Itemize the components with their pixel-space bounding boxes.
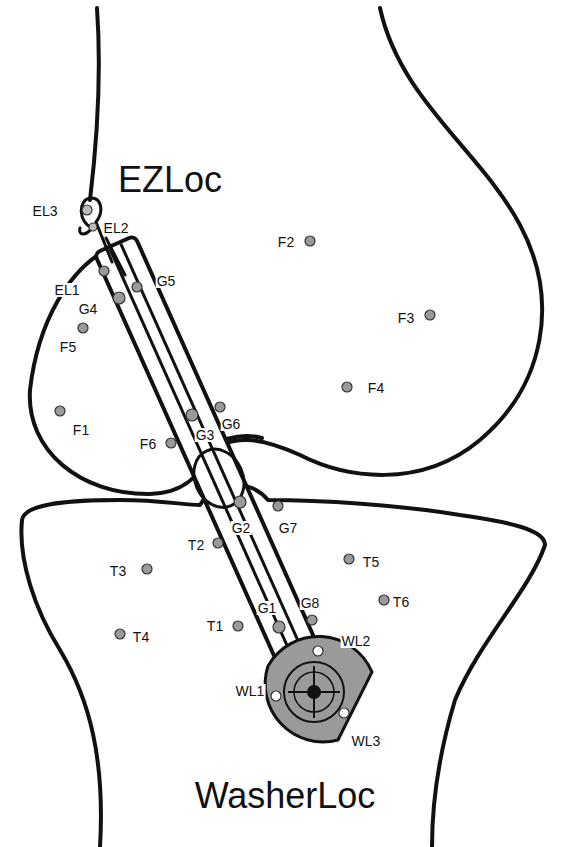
marker-label: T1	[206, 619, 224, 633]
marker-label: F3	[397, 311, 415, 325]
marker-label: WL2	[341, 634, 372, 648]
marker-label: F5	[59, 340, 77, 354]
marker-label: G4	[78, 302, 99, 316]
marker-label: F4	[367, 381, 385, 395]
marker-label: G1	[257, 601, 278, 615]
marker-label: WL1	[235, 684, 266, 698]
marker-label: G8	[300, 596, 321, 610]
marker-label: T2	[187, 538, 205, 552]
marker-label: G3	[195, 428, 216, 442]
device-name: EZLoc	[117, 162, 223, 198]
joint-crossing	[185, 441, 253, 515]
marker-label: G2	[231, 521, 252, 535]
bone-tunnel	[94, 236, 320, 669]
tibia-outline	[21, 485, 545, 847]
graft-strand	[110, 249, 295, 663]
marker-label: F6	[139, 437, 157, 451]
graft-strand	[121, 244, 306, 658]
marker-label: G7	[278, 521, 299, 535]
marker-label: EL3	[32, 204, 59, 218]
ezloc-device	[80, 198, 125, 275]
marker-label: T3	[109, 564, 127, 578]
marker-label: T6	[392, 595, 410, 609]
marker-label: T5	[362, 555, 380, 569]
marker-beads	[55, 205, 435, 718]
marker-label: WL3	[351, 734, 382, 748]
device-name: WasherLoc	[194, 778, 377, 814]
marker-label: EL2	[103, 221, 130, 235]
marker-label: EL1	[54, 283, 81, 297]
marker-label: G5	[156, 274, 177, 288]
marker-label: G6	[221, 417, 242, 431]
marker-label: F1	[72, 423, 90, 437]
marker-label: F2	[277, 235, 295, 249]
femur-outline	[30, 8, 542, 494]
marker-label: T4	[132, 630, 150, 644]
washerloc-device	[265, 636, 372, 741]
